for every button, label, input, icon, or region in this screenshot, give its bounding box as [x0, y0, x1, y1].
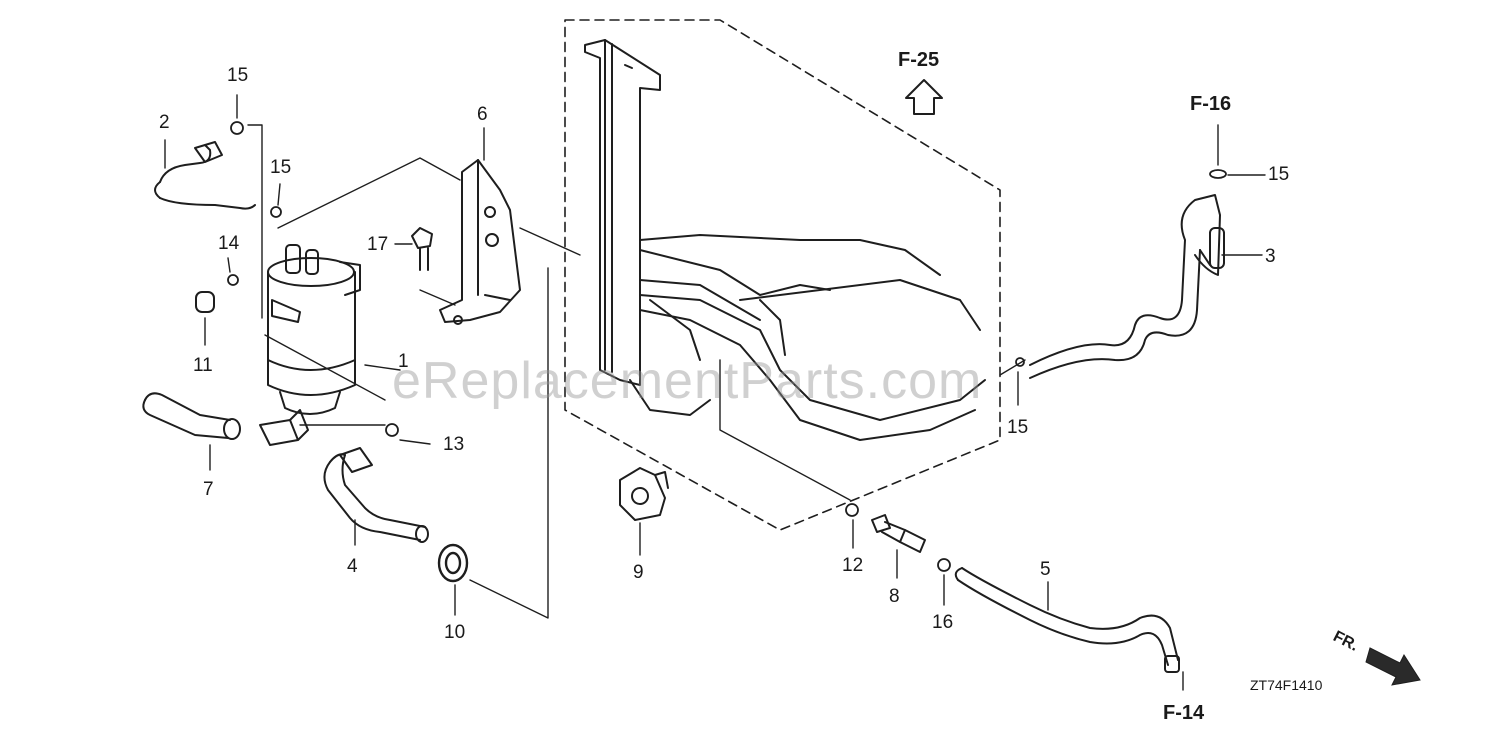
part-label-7: 7 — [203, 479, 214, 500]
elbow-fitting — [259, 409, 309, 446]
part-label-14: 14 — [218, 233, 240, 254]
part-label-13: 13 — [443, 434, 465, 455]
bolt-part-17 — [411, 227, 433, 271]
fitting-part-8 — [871, 514, 926, 553]
part-label-2: 2 — [159, 112, 170, 133]
part-label-17: 17 — [367, 234, 389, 255]
hose-part-7 — [142, 392, 241, 440]
part-label-8: 8 — [889, 586, 900, 607]
part-label-12: 12 — [842, 555, 864, 576]
hose-part-3 — [1029, 194, 1225, 379]
reference-f16: F-16 — [1190, 93, 1232, 115]
part-label-3: 3 — [1265, 246, 1276, 267]
leader-lines — [247, 124, 1026, 619]
part-label-15: 15 — [1007, 417, 1029, 438]
drawing-code: ZT74F1410 — [1250, 677, 1323, 693]
bracket-part-6 — [439, 159, 521, 325]
frame-assembly — [584, 39, 986, 441]
hose-part-4 — [323, 447, 429, 543]
part-label-15: 15 — [227, 65, 249, 86]
hose-part-5 — [954, 567, 1180, 673]
canister-part-1 — [267, 244, 361, 415]
reference-f14: F-14 — [1163, 702, 1205, 724]
part-label-15: 15 — [1268, 164, 1290, 185]
front-arrow-icon — [1365, 647, 1421, 686]
part-label-15: 15 — [270, 157, 292, 178]
part-label-11: 11 — [193, 355, 213, 376]
assembly-dashed-outline — [564, 19, 1001, 531]
part-label-6: 6 — [477, 104, 488, 125]
part-label-9: 9 — [633, 562, 644, 583]
grommet-part-10 — [437, 543, 469, 583]
watermark-text: eReplacementParts.com — [392, 352, 983, 410]
up-arrow-icon — [905, 79, 943, 115]
valve-part-9 — [619, 467, 669, 521]
part-label-10: 10 — [444, 622, 466, 643]
cap-part-11 — [195, 291, 215, 313]
part-label-16: 16 — [932, 612, 954, 633]
label-leaders — [164, 94, 1266, 691]
part-label-1: 1 — [398, 351, 409, 372]
hose-part-2 — [154, 141, 256, 210]
part-label-5: 5 — [1040, 559, 1051, 580]
reference-f25: F-25 — [898, 49, 940, 71]
clip-marks — [227, 121, 1227, 572]
part-label-4: 4 — [347, 556, 358, 577]
